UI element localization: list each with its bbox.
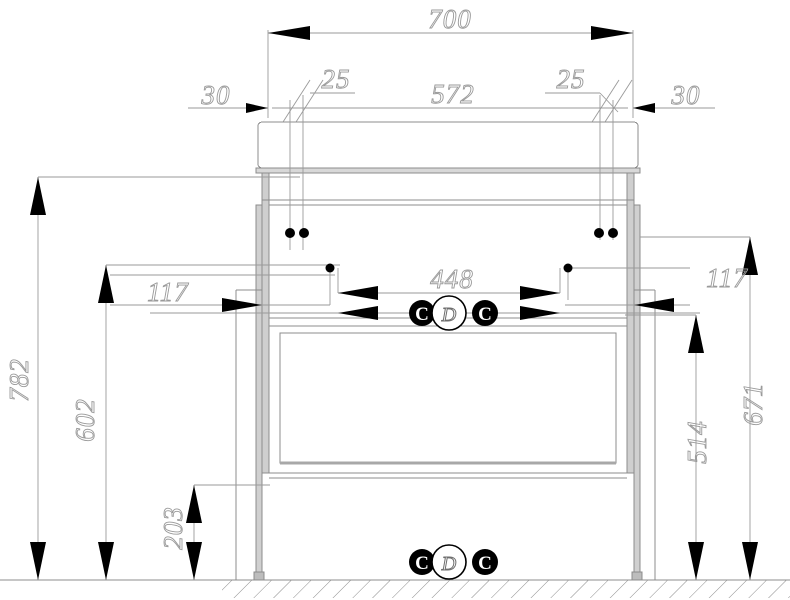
node-dot-1 — [285, 228, 295, 238]
cabinet-legs — [235, 204, 656, 581]
geometry-layer — [0, 121, 790, 598]
arrow-671-top — [742, 237, 758, 275]
section-mark-top: C D C — [409, 295, 498, 331]
leader-25-left-a — [282, 79, 311, 123]
dim-label-30-right: 30 — [671, 80, 701, 110]
dim-label-782: 782 — [4, 358, 34, 402]
dim-label-700: 700 — [428, 4, 472, 34]
dim-label-25-right: 25 — [557, 64, 586, 94]
leader-25-left-b — [295, 79, 324, 123]
arrow-514-top — [688, 315, 704, 353]
arrow-671-bottom — [742, 542, 758, 580]
section-mark-bottom-right: C — [478, 553, 492, 574]
dim-label-602: 602 — [70, 398, 100, 442]
floor-line — [0, 579, 790, 598]
section-mark-bottom-center: D — [441, 553, 457, 575]
arrow-602-top — [98, 265, 114, 303]
arrow-sec-right — [520, 306, 560, 320]
arrow-700-left — [268, 26, 310, 40]
section-mark-bottom: C D C — [409, 544, 498, 580]
node-dot-5 — [325, 263, 335, 273]
leader-25-right-b — [604, 79, 633, 123]
dim-label-671: 671 — [738, 382, 768, 426]
dim-label-448: 448 — [430, 264, 474, 294]
arrowheads-layer — [30, 26, 758, 580]
node-dot-3 — [594, 228, 604, 238]
section-mark-top-center: D — [441, 304, 457, 326]
arrow-782-top — [30, 177, 46, 215]
dim-label-25-left: 25 — [322, 64, 351, 94]
node-dot-2 — [299, 228, 309, 238]
arrow-700-right — [591, 26, 633, 40]
arrow-782-bottom — [30, 542, 46, 580]
dim-label-203: 203 — [158, 506, 188, 550]
arrow-448-left — [338, 286, 378, 300]
arrow-602-bottom — [98, 542, 114, 580]
dim-label-117-right: 117 — [706, 263, 748, 293]
dimension-text-layer: 700 30 30 25 25 572 448 117 117 782 602 … — [4, 4, 769, 551]
arrow-203-bottom — [186, 542, 202, 580]
arrow-117-right — [634, 298, 674, 312]
dim-label-30-left: 30 — [201, 80, 231, 110]
dim-label-572: 572 — [431, 79, 475, 109]
dim-label-514: 514 — [682, 420, 712, 464]
section-mark-bottom-left: C — [415, 553, 429, 574]
arrow-30-right — [633, 103, 655, 113]
section-mark-top-right: C — [478, 304, 492, 325]
node-dot-4 — [608, 228, 618, 238]
node-dot-6 — [563, 263, 573, 273]
arrow-514-bottom — [688, 542, 704, 580]
leader-25-right-a — [591, 79, 620, 123]
arrow-sec-left — [338, 306, 378, 320]
countertop-basin — [255, 121, 641, 174]
arrow-117-left — [222, 298, 262, 312]
dim-label-117-left: 117 — [147, 277, 189, 307]
section-mark-top-left: C — [415, 304, 429, 325]
arrow-30-left — [246, 103, 268, 113]
arrow-203-top — [186, 485, 202, 523]
arrow-448-right — [520, 286, 560, 300]
